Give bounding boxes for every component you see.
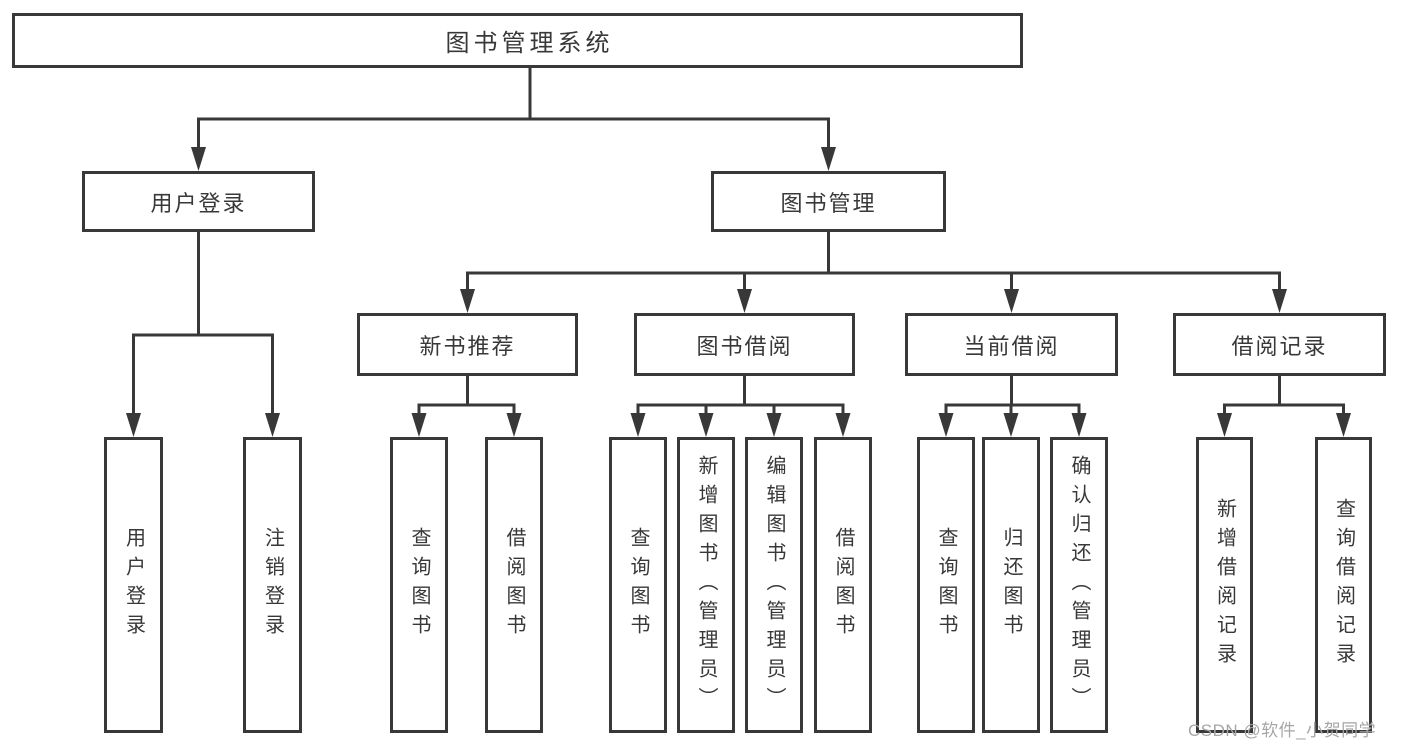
leaf-borrowing-query-books: 查询图书: [609, 437, 667, 733]
connector-userlogin-branch: [132, 333, 274, 416]
leaf-recommend-borrow-books-label: 借阅图书: [503, 527, 525, 643]
leaf-current-query-books: 查询图书: [917, 437, 975, 733]
node-user-login-label: 用户登录: [150, 190, 247, 216]
leaf-recommend-query-books: 查询图书: [390, 437, 448, 733]
leaf-current-return-books-label: 归还图书: [1000, 527, 1022, 643]
leaf-borrowing-add-books-admin-label: 新增图书（管理员）: [695, 454, 717, 716]
leaf-current-return-books: 归还图书: [982, 437, 1040, 733]
leaf-logout: 注销登录: [243, 437, 302, 733]
leaf-borrowing-borrow-books-label: 借阅图书: [832, 527, 854, 643]
node-book-management-label: 图书管理: [780, 190, 877, 216]
leaf-current-confirm-return-admin: 确认归还（管理员）: [1050, 437, 1108, 733]
connector-recommend-branch: [417, 403, 516, 416]
leaf-borrowing-borrow-books: 借阅图书: [814, 437, 872, 733]
leaf-borrowing-edit-books-admin: 编辑图书（管理员）: [745, 437, 803, 733]
arrowheads: [126, 147, 1351, 437]
node-book-borrowing-label: 图书借阅: [696, 333, 793, 359]
node-user-login: 用户登录: [82, 171, 315, 232]
leaf-records-add-record: 新增借阅记录: [1196, 437, 1253, 733]
leaf-borrowing-edit-books-admin-label: 编辑图书（管理员）: [763, 454, 785, 716]
node-library-system: 图书管理系统: [12, 13, 1023, 68]
leaf-records-add-record-label: 新增借阅记录: [1213, 498, 1236, 672]
connector-bookmgmt-branch: [466, 271, 1281, 292]
leaf-user-login: 用户登录: [104, 437, 163, 733]
node-current-borrowing: 当前借阅: [905, 313, 1118, 376]
node-book-management: 图书管理: [711, 171, 946, 232]
node-borrowing-records-label: 借阅记录: [1231, 333, 1328, 359]
leaf-records-query-record-label: 查询借阅记录: [1332, 498, 1355, 672]
leaf-recommend-borrow-books: 借阅图书: [485, 437, 543, 733]
leaf-current-query-books-label: 查询图书: [935, 527, 957, 643]
connector-records-branch: [1223, 403, 1345, 416]
leaf-borrowing-add-books-admin: 新增图书（管理员）: [677, 437, 735, 733]
connector-borrowing-branch: [636, 403, 845, 416]
leaf-records-query-record: 查询借阅记录: [1315, 437, 1372, 733]
node-book-borrowing: 图书借阅: [634, 313, 855, 376]
node-library-system-label: 图书管理系统: [445, 30, 614, 57]
node-current-borrowing-label: 当前借阅: [963, 333, 1060, 359]
leaf-current-confirm-return-admin-label: 确认归还（管理员）: [1068, 454, 1090, 716]
leaf-recommend-query-books-label: 查询图书: [408, 527, 430, 643]
node-new-book-recommendation-label: 新书推荐: [419, 333, 516, 359]
leaf-borrowing-query-books-label: 查询图书: [627, 527, 649, 643]
leaf-user-login-label: 用户登录: [122, 527, 145, 643]
leaf-logout-label: 注销登录: [261, 527, 284, 643]
csdn-watermark: CSDN @软件_小贺同学: [1188, 721, 1377, 740]
node-borrowing-records: 借阅记录: [1173, 313, 1386, 376]
connector-root-branch: [197, 117, 830, 150]
node-new-book-recommendation: 新书推荐: [357, 313, 578, 376]
